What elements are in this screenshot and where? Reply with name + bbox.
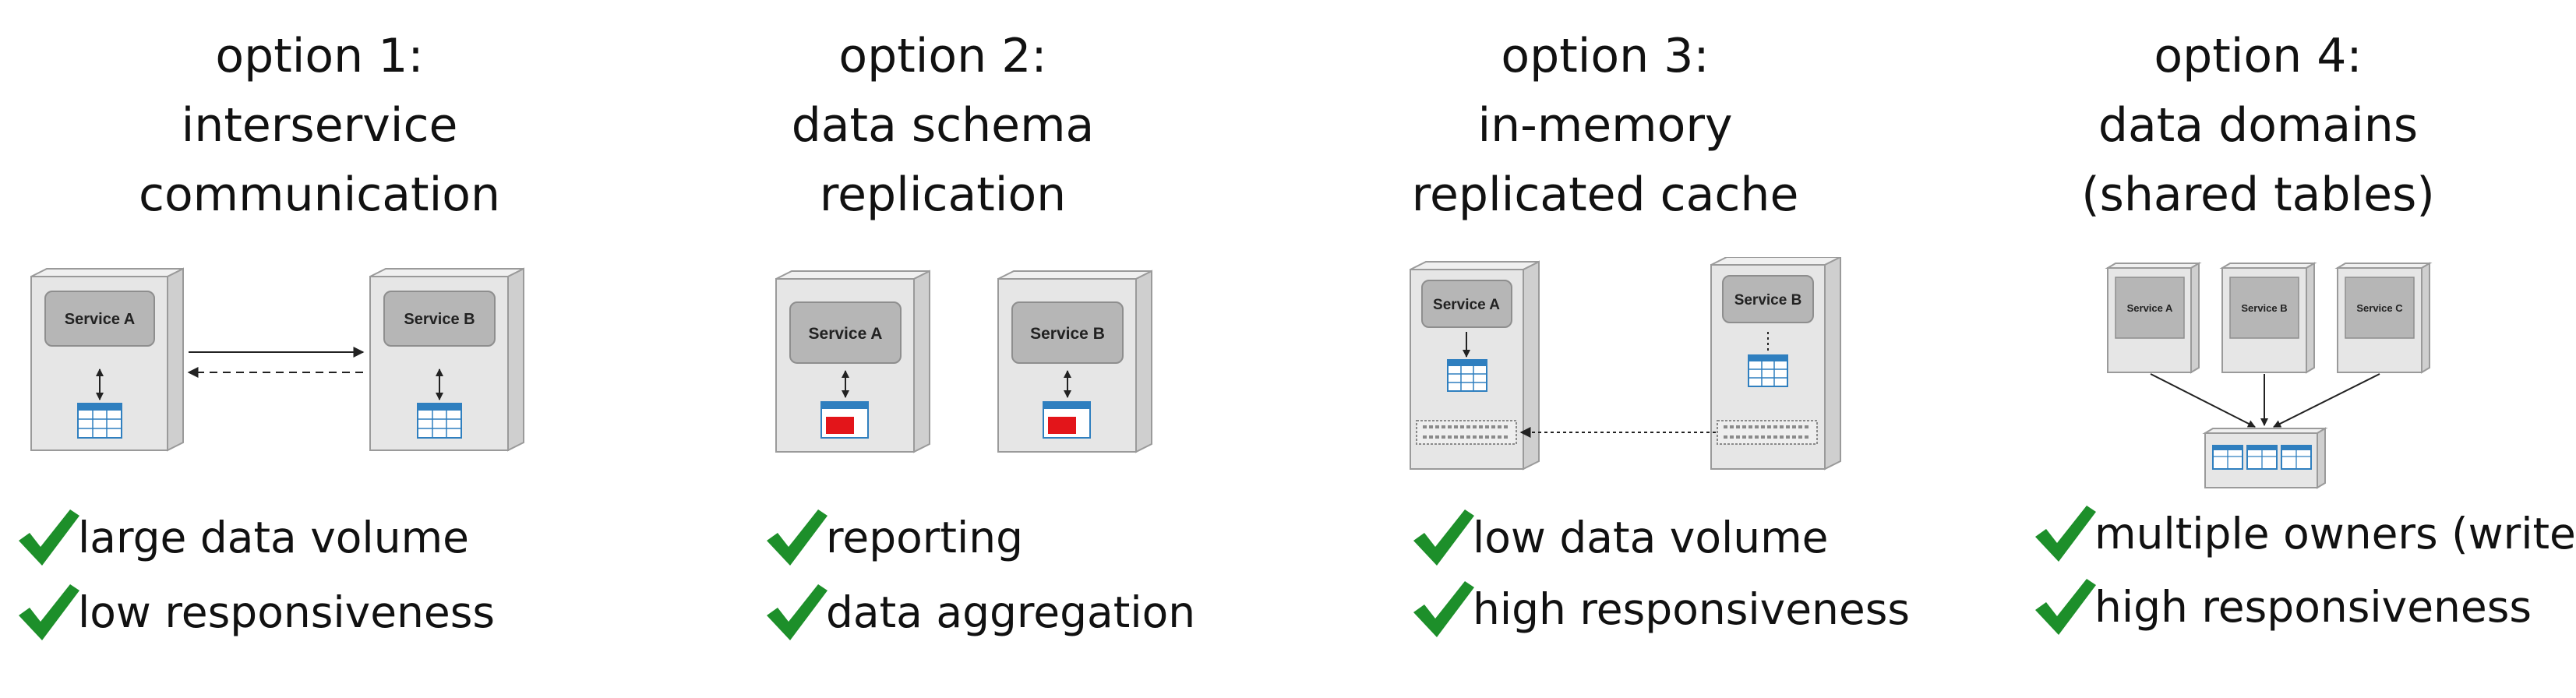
server-a: Service A (2105, 262, 2202, 374)
option-1-title-line-2: interservice (181, 98, 458, 153)
replicated-data-block (826, 417, 854, 434)
option-2-title: option 2: data schema replication (623, 22, 1262, 230)
checkmark-icon (2035, 506, 2096, 562)
server-b: Service B (997, 270, 1152, 453)
option-1-title-line-3: communication (138, 167, 500, 222)
service-b-label: Service B (1734, 292, 1802, 308)
checkmark-icon (2035, 579, 2096, 635)
option-4-panel: option 4: data domains (shared tables) S… (1948, 0, 2576, 698)
option-2-title-line-1: option 2: (838, 29, 1047, 83)
benefit-label: low data volume (1473, 513, 1829, 562)
option-2-title-line-2: data schema (791, 98, 1095, 153)
server-b: Service B (2219, 262, 2317, 374)
checkmark-icon (767, 509, 827, 566)
checkmark-icon (19, 584, 79, 640)
service-a-box (2115, 277, 2185, 339)
database-table-icon (2281, 445, 2312, 470)
option-1-diagram: Service A Service B (30, 267, 524, 452)
database-table-icon (1043, 401, 1091, 439)
replicated-data-block (1048, 417, 1076, 434)
service-b-label: Service B (2241, 302, 2287, 314)
service-b-box (1722, 275, 1814, 323)
database-table-icon (2212, 445, 2243, 470)
database-table-icon (77, 403, 122, 439)
option-2-panel: option 2: data schema replication Servic… (639, 0, 1278, 698)
option-3-title-line-2: in-memory (1477, 98, 1733, 153)
server-b: Service B (1710, 257, 1841, 471)
service-b-box (383, 291, 496, 347)
option-1-title: option 1: interservice communication (0, 22, 639, 230)
database-table-icon (417, 403, 462, 439)
service-c-label: Service C (2356, 302, 2403, 314)
option-2-diagram: Service A Service B (775, 270, 1152, 453)
service-b-label: Service B (1030, 325, 1105, 343)
service-a-to-db-arrow (2150, 373, 2256, 428)
option-3-title-line-1: option 3: (1501, 29, 1710, 83)
option-3-panel: option 3: in-memory replicated cache Ser… (1301, 0, 1940, 698)
server-a: Service A (775, 270, 930, 453)
service-a-label: Service A (65, 311, 135, 328)
service-b-label: Service B (404, 311, 475, 328)
service-c-to-db-arrow (2273, 373, 2380, 428)
option-4-title: option 4: data domains (shared tables) (1939, 22, 2576, 230)
option-4-title-line-3: (shared tables) (2081, 167, 2435, 222)
option-1-title-line-1: option 1: (215, 29, 424, 83)
service-c-box (2345, 277, 2415, 339)
database-table-icon (820, 401, 869, 439)
service-a-box (44, 291, 155, 347)
service-b-box (2229, 277, 2299, 339)
checkmark-icon (1413, 581, 1474, 637)
benefit-label: high responsiveness (2094, 582, 2532, 632)
option-3-diagram: Service A Service B (1410, 257, 1841, 471)
benefit-label: large data volume (78, 513, 469, 562)
server-a: Service A (1410, 260, 1540, 471)
checkmark-icon (767, 584, 827, 640)
database-table-icon (1447, 359, 1487, 392)
database-table-icon (2246, 445, 2278, 470)
option-3-title-line-3: replicated cache (1411, 167, 1799, 222)
service-a-label: Service A (1433, 297, 1500, 313)
checkmark-icon (19, 509, 79, 566)
benefit-label: multiple owners (write) (2094, 509, 2576, 559)
benefit-label: low responsiveness (78, 587, 496, 637)
benefit-label: high responsiveness (1473, 584, 1911, 634)
checkmark-icon (1413, 509, 1474, 566)
service-a-label: Service A (2127, 302, 2173, 314)
option-4-title-line-2: data domains (2098, 98, 2419, 153)
memory-cache-strip (1717, 420, 1818, 445)
option-4-title-line-1: option 4: (2154, 29, 2363, 83)
option-1-panel: option 1: interservice communication Ser… (0, 0, 639, 698)
server-b: Service B (369, 267, 524, 452)
server-a: Service A (30, 267, 184, 452)
service-a-box (789, 301, 902, 364)
service-b-box (1011, 301, 1124, 364)
database-table-icon (1748, 354, 1788, 387)
server-c: Service C (2334, 262, 2433, 374)
benefit-label: data aggregation (826, 587, 1196, 637)
benefit-label: reporting (826, 513, 1024, 562)
option-3-title: option 3: in-memory replicated cache (1286, 22, 1925, 230)
option-2-title-line-3: replication (819, 167, 1067, 222)
option-4-diagram: Service A Service B Service C (2105, 262, 2433, 489)
service-a-box (1421, 280, 1512, 328)
shared-database (2202, 427, 2328, 489)
memory-cache-strip (1416, 420, 1517, 445)
service-a-label: Service A (809, 325, 883, 343)
